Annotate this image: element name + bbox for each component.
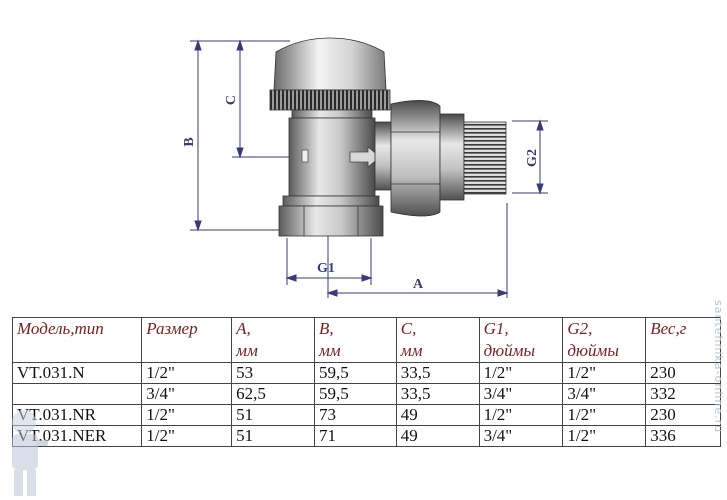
dim-label-c: C <box>224 95 239 105</box>
table-row: VT.031.NER 1/2" 51 71 49 3/4" 1/2" 336 <box>11 425 721 447</box>
cell-size: 1/2" <box>141 425 233 447</box>
cell-a: 51 <box>231 425 315 447</box>
cell-b: 73 <box>313 404 397 426</box>
cell-a: 53 <box>231 362 315 384</box>
cell-model: VT.031.N <box>11 362 143 384</box>
dim-label-g1: G1 <box>317 261 335 276</box>
table-row: VT.031.N 1/2" 53 59,5 33,5 1/2" 1/2" 230 <box>11 362 721 384</box>
cell-g1: 3/4" <box>478 425 564 447</box>
valve-illustration <box>269 37 507 237</box>
watermark: santehnika-online.ru <box>712 300 725 434</box>
cell-g2: 3/4" <box>562 383 647 405</box>
header-weight: Вес,г <box>645 317 721 363</box>
table-header-row: Модель,тип Размер A,мм B,мм C,мм G1,дюйм… <box>11 317 721 363</box>
cell-g1: 3/4" <box>478 383 564 405</box>
header-g2: G2,дюймы <box>562 317 647 363</box>
cell-weight: 336 <box>645 425 721 447</box>
cell-c: 49 <box>395 404 480 426</box>
cell-size: 3/4" <box>141 383 233 405</box>
cell-g2: 1/2" <box>562 404 647 426</box>
cell-b: 59,5 <box>313 383 397 405</box>
header-size: Размер <box>141 317 233 363</box>
cell-g1: 1/2" <box>478 362 564 384</box>
specification-table: Модель,тип Размер A,мм B,мм C,мм G1,дюйм… <box>11 317 721 447</box>
table-row: 3/4" 62,5 59,5 33,5 3/4" 3/4" 332 <box>11 383 721 405</box>
cell-c: 33,5 <box>395 362 480 384</box>
dimension-labels: B C G2 G1 A <box>182 95 540 292</box>
cell-c: 33,5 <box>395 383 480 405</box>
header-g1: G1,дюймы <box>478 317 564 363</box>
header-b: B,мм <box>313 317 397 363</box>
dim-label-g2: G2 <box>525 149 540 167</box>
header-c: C,мм <box>395 317 480 363</box>
table-row: VT.031.NR 1/2" 51 73 49 1/2" 1/2" 230 <box>11 404 721 426</box>
cell-g2: 1/2" <box>562 362 647 384</box>
cell-b: 71 <box>313 425 397 447</box>
cell-size: 1/2" <box>141 404 233 426</box>
header-a: A,мм <box>231 317 315 363</box>
dimension-lines <box>190 39 548 298</box>
dim-label-a: A <box>413 277 424 292</box>
cell-c: 49 <box>395 425 480 447</box>
dim-label-b: B <box>182 137 197 146</box>
cell-b: 59,5 <box>313 362 397 384</box>
cell-g2: 1/2" <box>562 425 647 447</box>
cell-g1: 1/2" <box>478 404 564 426</box>
cell-size: 1/2" <box>141 362 233 384</box>
cell-a: 51 <box>231 404 315 426</box>
valve-technical-drawing: B C G2 G1 A <box>182 37 548 298</box>
header-model: Модель,тип <box>11 317 143 363</box>
flow-arrow-icon <box>349 146 381 168</box>
cell-model: VT.031.NR <box>11 404 143 426</box>
cell-a: 62,5 <box>231 383 315 405</box>
plumber-mascot-icon <box>12 410 48 496</box>
